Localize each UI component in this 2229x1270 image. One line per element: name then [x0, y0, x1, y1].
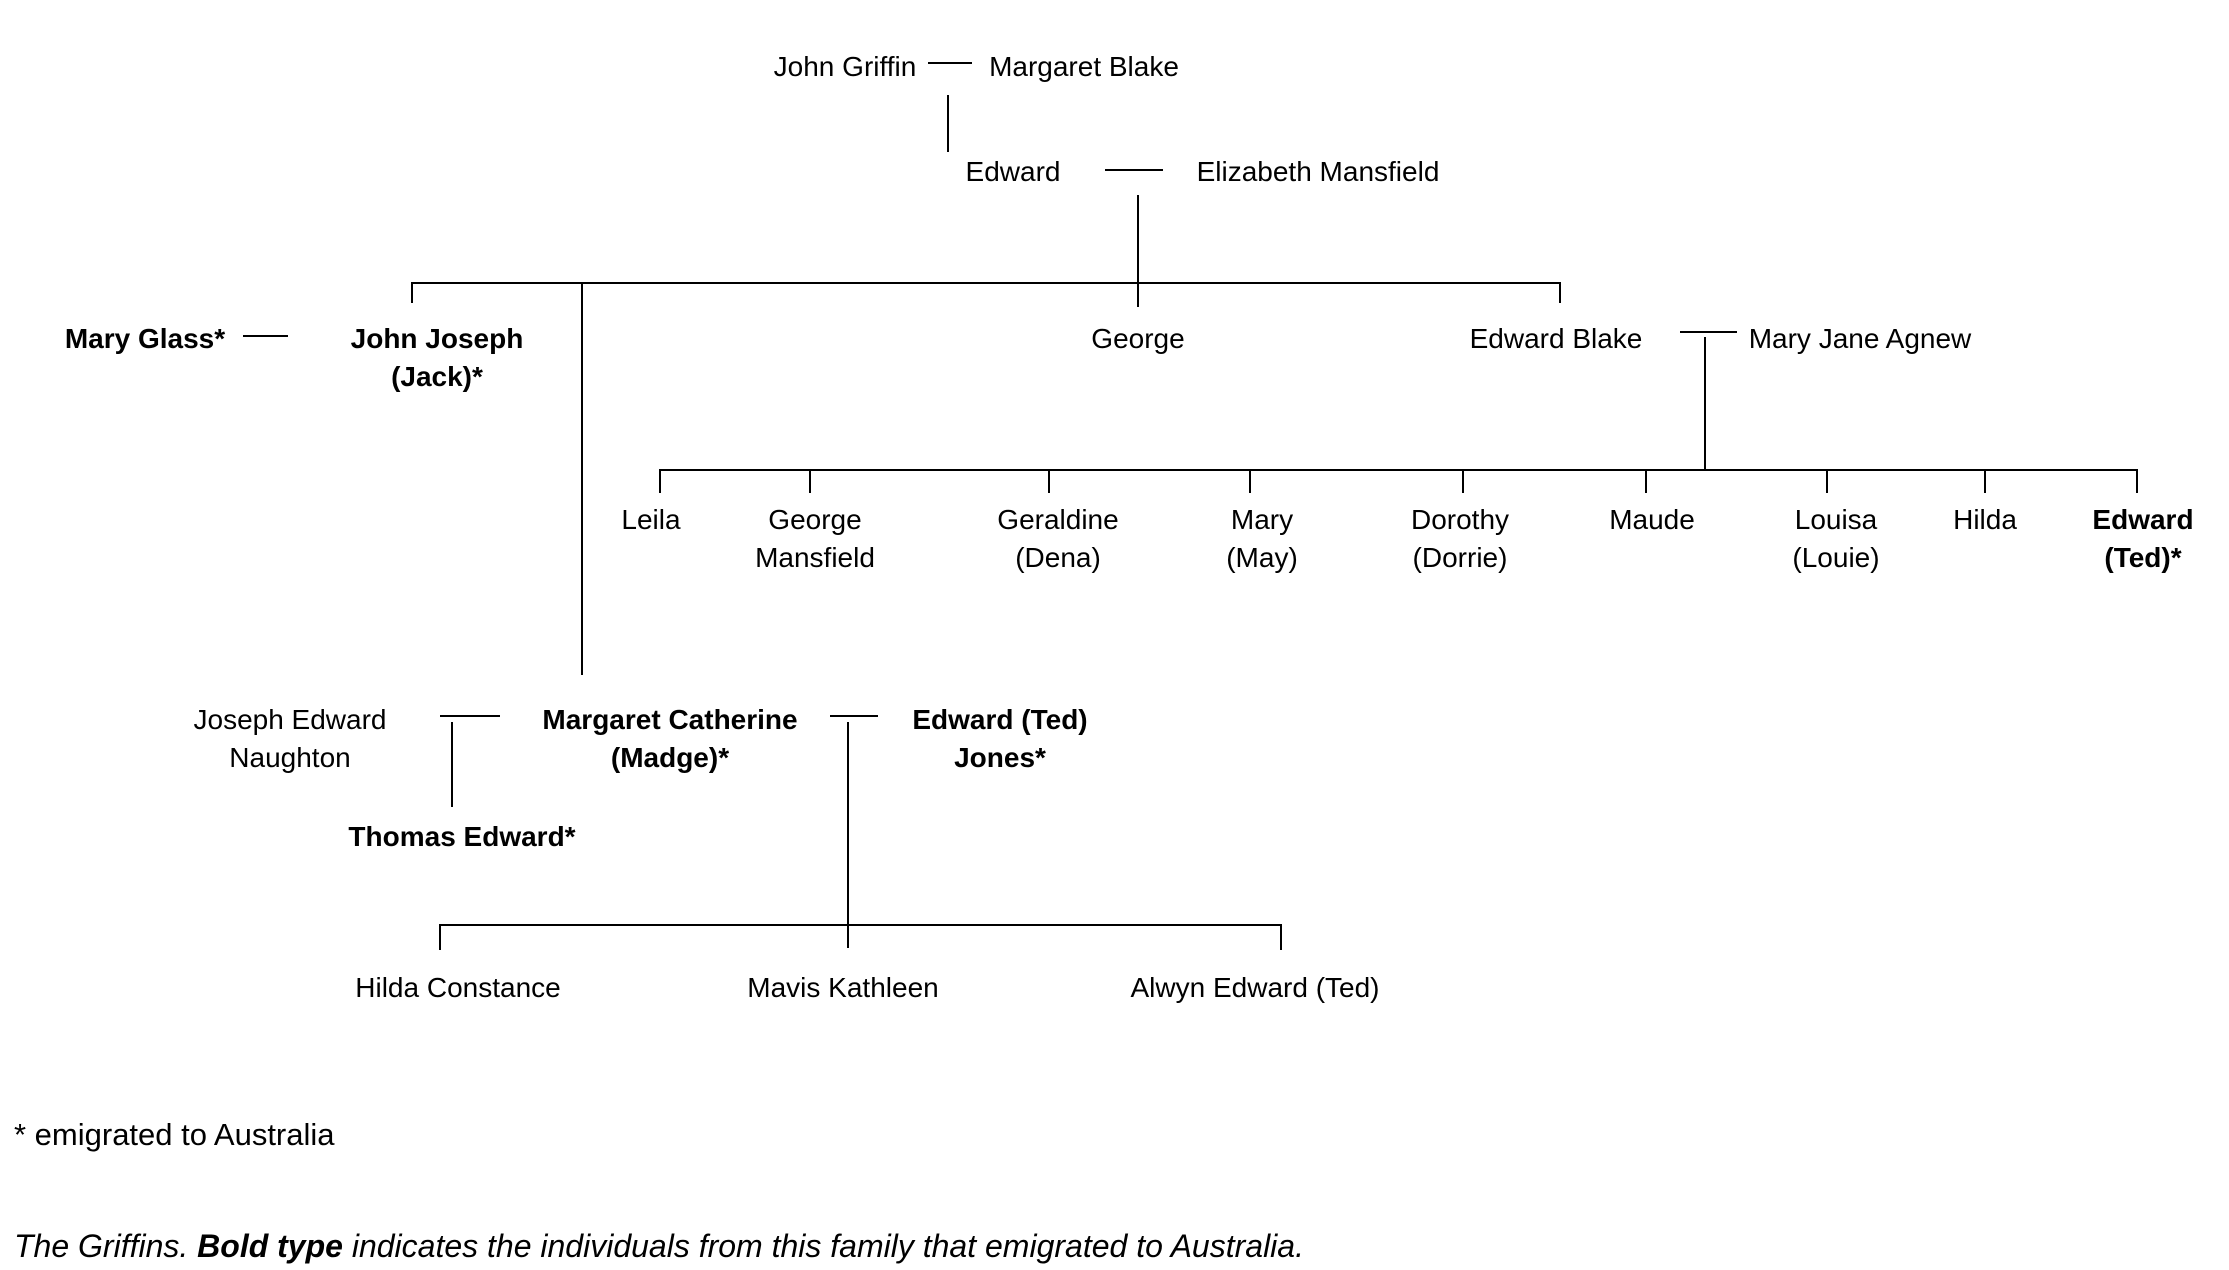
connector-naughton-margaret-marriage [440, 715, 500, 717]
connector-edward-elizabeth-marriage [1105, 169, 1163, 171]
person-elizabeth-mansfield: Elizabeth Mansfield [1196, 156, 1440, 187]
connector-griffin-to-edward-drop [947, 95, 949, 152]
connector-edward-blake-drop [1559, 282, 1561, 303]
person-mavis-kathleen: Mavis Kathleen [747, 972, 939, 1003]
connector-margaret-jones-marriage [830, 715, 878, 717]
person-john-joseph-jack: John Joseph (Jack)* [350, 323, 524, 392]
connector-naughton-to-thomas-drop [451, 722, 453, 807]
person-maude: Maude [1609, 504, 1695, 535]
person-edward-ted: Edward (Ted)* [2092, 504, 2194, 573]
person-john-griffin: John Griffin [773, 51, 917, 82]
person-leila: Leila [621, 504, 681, 535]
person-mary-may: Mary (May) [1226, 504, 1298, 573]
tick-alwyn-edward [1280, 924, 1282, 950]
connector-griffin-blake-marriage [928, 62, 972, 64]
person-mary-jane-agnew: Mary Jane Agnew [1748, 323, 1972, 354]
person-louisa-louie: Louisa (Louie) [1792, 504, 1880, 573]
person-margaret-blake: Margaret Blake [989, 51, 1179, 82]
person-dorothy-dorrie: Dorothy (Dorrie) [1410, 504, 1510, 573]
footnote-emigrated: * emigrated to Australia [14, 1117, 335, 1152]
person-edward-blake: Edward Blake [1469, 323, 1643, 354]
person-margaret-catherine-madge: Margaret Catherine (Madge)* [542, 704, 798, 773]
person-geraldine-dena: Geraldine (Dena) [997, 504, 1119, 573]
tick-george-mansfield [809, 469, 811, 493]
caption: The Griffins. Bold type indicates the in… [14, 1226, 1304, 1266]
person-george: George [1091, 323, 1185, 354]
person-hilda: Hilda [1953, 504, 2017, 535]
tick-louisa [1826, 469, 1828, 493]
sibling-line-gen4 [660, 469, 2137, 471]
tick-edward-ted [2136, 469, 2138, 493]
person-joseph-edward-naughton: Joseph Edward Naughton [193, 704, 387, 773]
person-edward-ted-jones: Edward (Ted) Jones* [912, 704, 1088, 773]
tick-maude [1645, 469, 1647, 493]
person-mary-glass: Mary Glass* [64, 323, 226, 354]
tick-hilda-constance [439, 924, 441, 950]
connector-john-joseph-drop [411, 282, 413, 303]
person-george-mansfield: George Mansfield [755, 504, 875, 573]
tick-hilda [1984, 469, 1986, 493]
connector-to-margaret-catherine-long-drop [581, 282, 583, 675]
caption-text: indicates the individuals from this fami… [342, 1228, 1304, 1264]
connector-blake-agnew-marriage [1680, 331, 1737, 333]
connector-glass-joseph-marriage [243, 335, 288, 337]
tick-dorothy [1462, 469, 1464, 493]
sibling-line-gen5 [440, 924, 1281, 926]
connector-edward-marriage-to-george-drop [1137, 195, 1139, 307]
connector-jones-children-drop [847, 722, 849, 948]
person-hilda-constance: Hilda Constance [355, 972, 561, 1003]
person-thomas-edward: Thomas Edward* [348, 821, 576, 852]
connector-blake-agnew-children-drop [1704, 337, 1706, 470]
caption-bold-type: Bold type [197, 1228, 343, 1264]
caption-title: The Griffins. [14, 1228, 198, 1264]
tick-leila [659, 469, 661, 493]
person-alwyn-edward-ted: Alwyn Edward (Ted) [1130, 972, 1380, 1003]
tick-mary [1249, 469, 1251, 493]
person-edward: Edward [965, 156, 1061, 187]
tick-geraldine [1048, 469, 1050, 493]
sibling-line-gen3 [412, 282, 1560, 284]
